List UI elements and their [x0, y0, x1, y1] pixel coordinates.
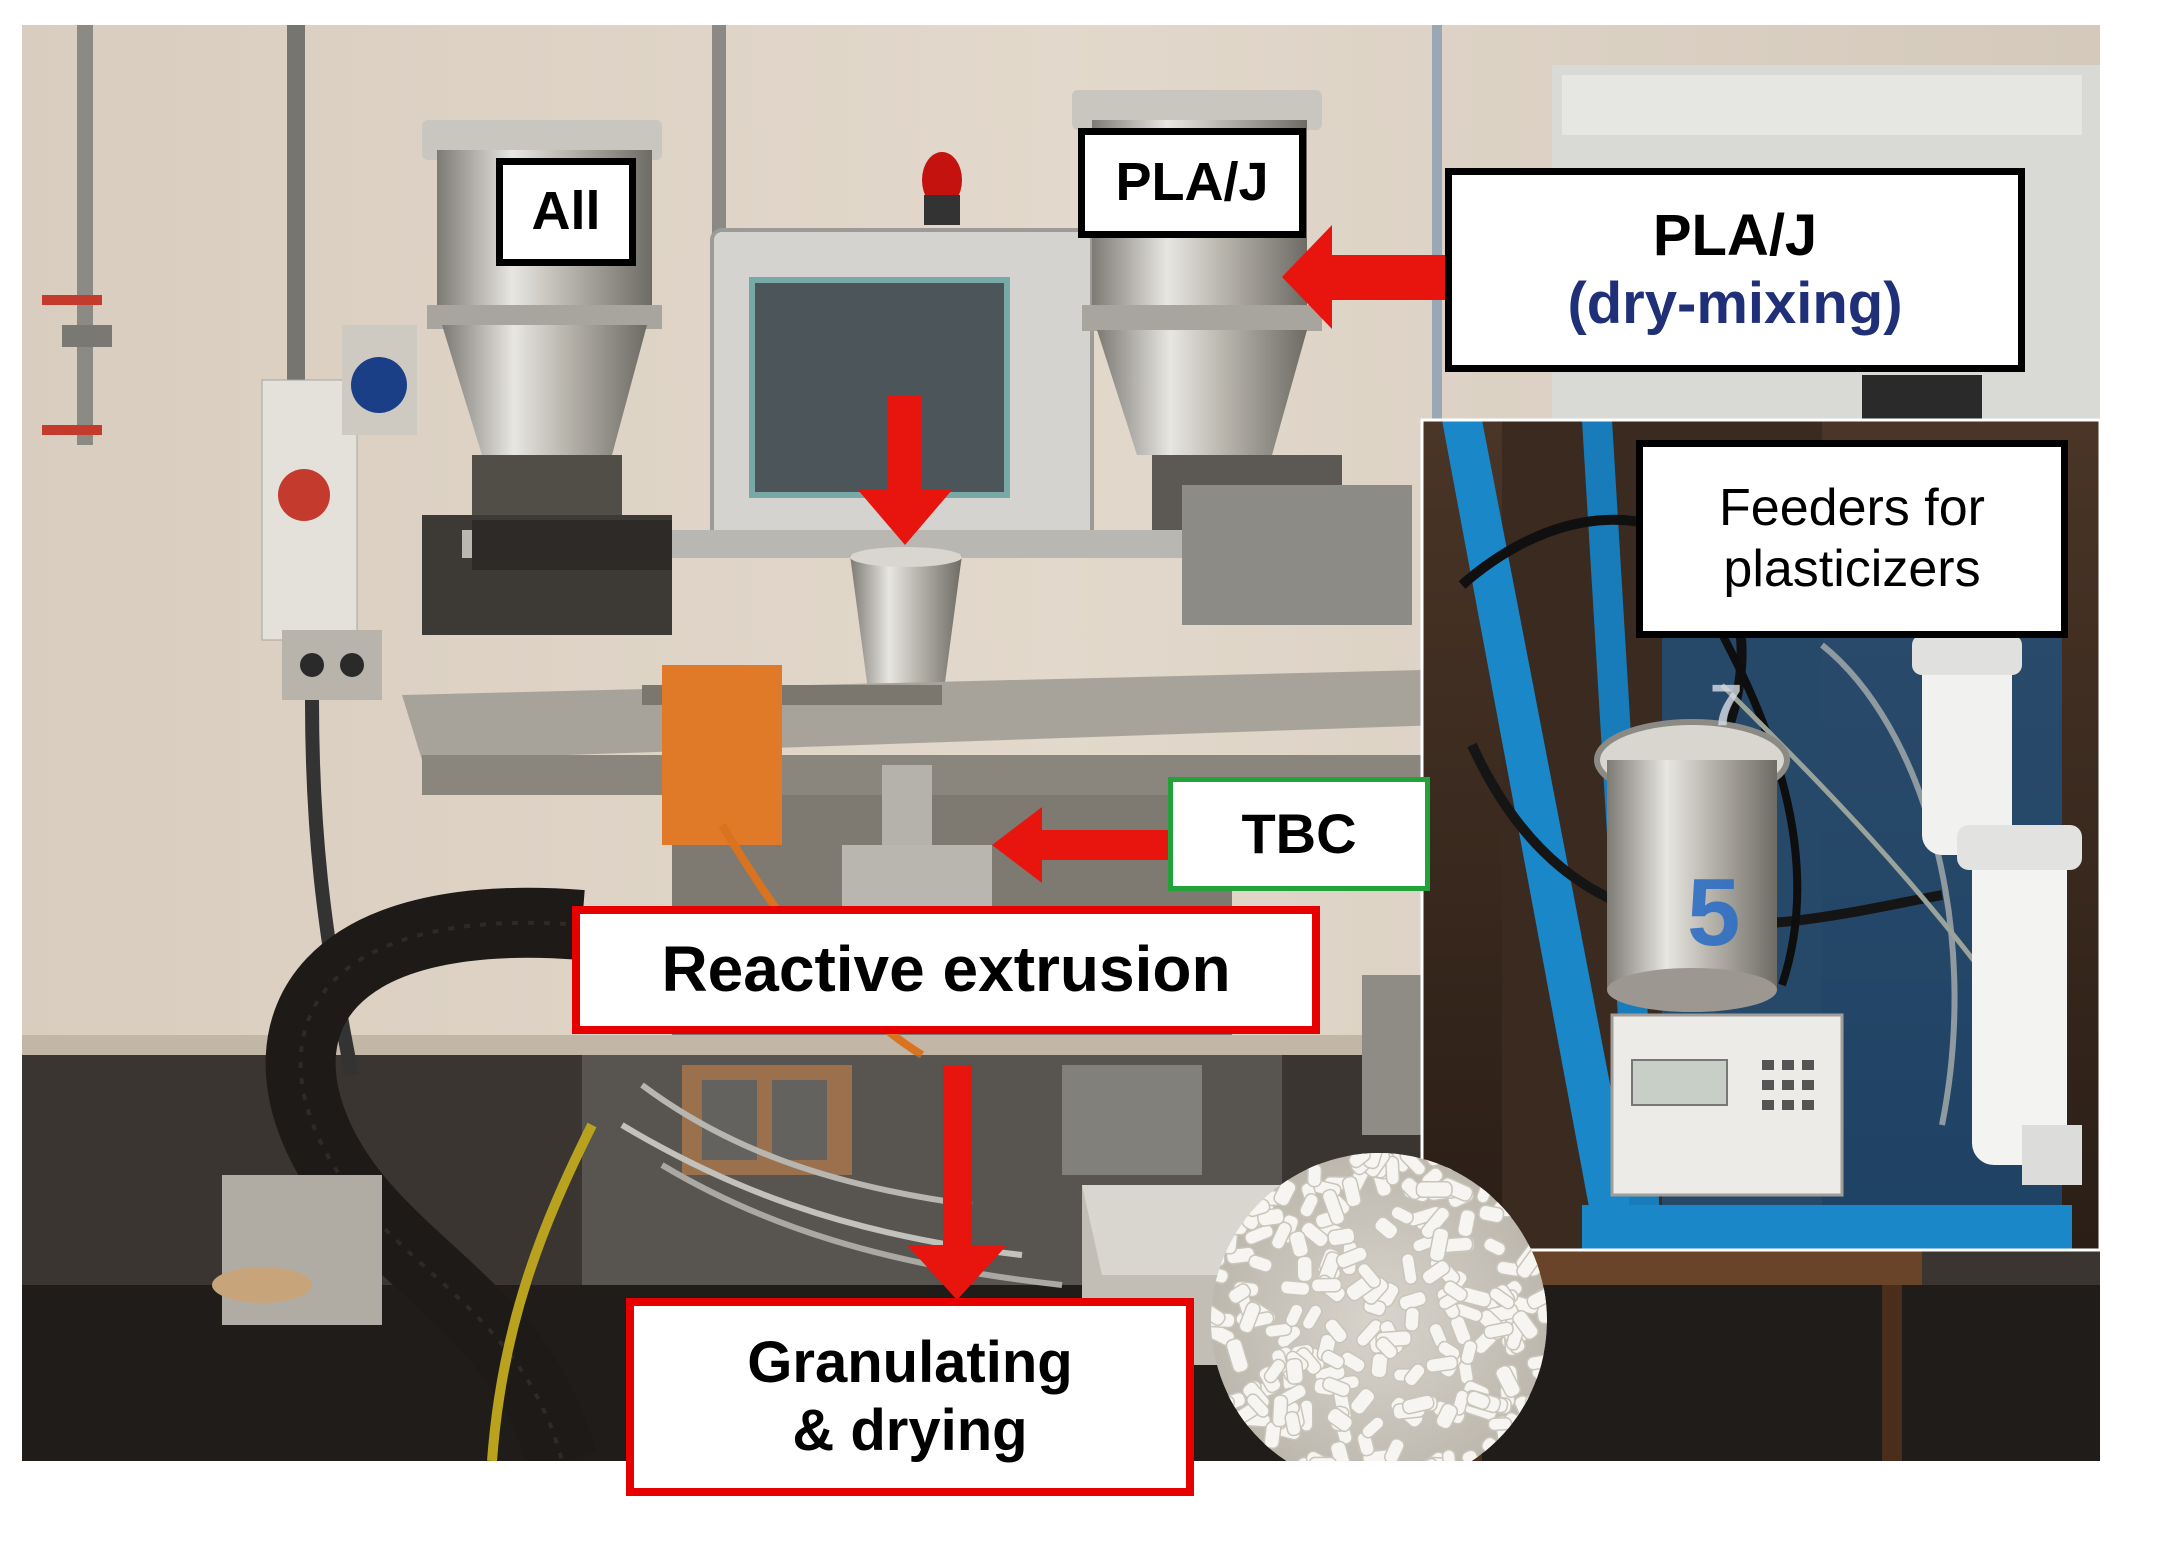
label-granulating-drying: Granulating & drying	[626, 1298, 1194, 1496]
label-all: All	[496, 158, 636, 266]
arrow-pla-j	[1282, 225, 1484, 329]
label-tbc-text: TBC	[1241, 801, 1357, 865]
arrow-to-funnel	[858, 395, 952, 545]
arrows-layer	[858, 225, 1484, 1300]
label-granulating-line2: & drying	[792, 1398, 1028, 1463]
feeder-number-5: 5	[1687, 859, 1740, 966]
label-feeders-line2: plasticizers	[1723, 540, 1981, 598]
label-reactive-text: Reactive extrusion	[661, 933, 1231, 1006]
label-feeders-line1: Feeders for	[1719, 478, 1985, 537]
label-pla-j-title: PLA/J	[1652, 202, 1818, 268]
label-all-text: All	[531, 181, 601, 242]
label-tbc: TBC	[1168, 777, 1430, 891]
label-feeders-for-plasticizers: Feeders for plasticizers	[1636, 440, 2068, 638]
label-pla-j-hopper-text: PLA/J	[1115, 152, 1269, 213]
arrow-to-granulating	[907, 1065, 1007, 1300]
arrow-tbc	[992, 807, 1172, 883]
label-dry-mixing: (dry-mixing)	[1567, 271, 1903, 336]
label-pla-j-dry-mixing: PLA/J (dry-mixing)	[1445, 168, 2025, 372]
label-granulating-line1: Granulating	[747, 1329, 1073, 1395]
label-reactive-extrusion: Reactive extrusion	[572, 906, 1320, 1034]
feeder-number-7: 7	[1710, 673, 1742, 738]
label-pla-j-hopper: PLA/J	[1078, 128, 1306, 238]
